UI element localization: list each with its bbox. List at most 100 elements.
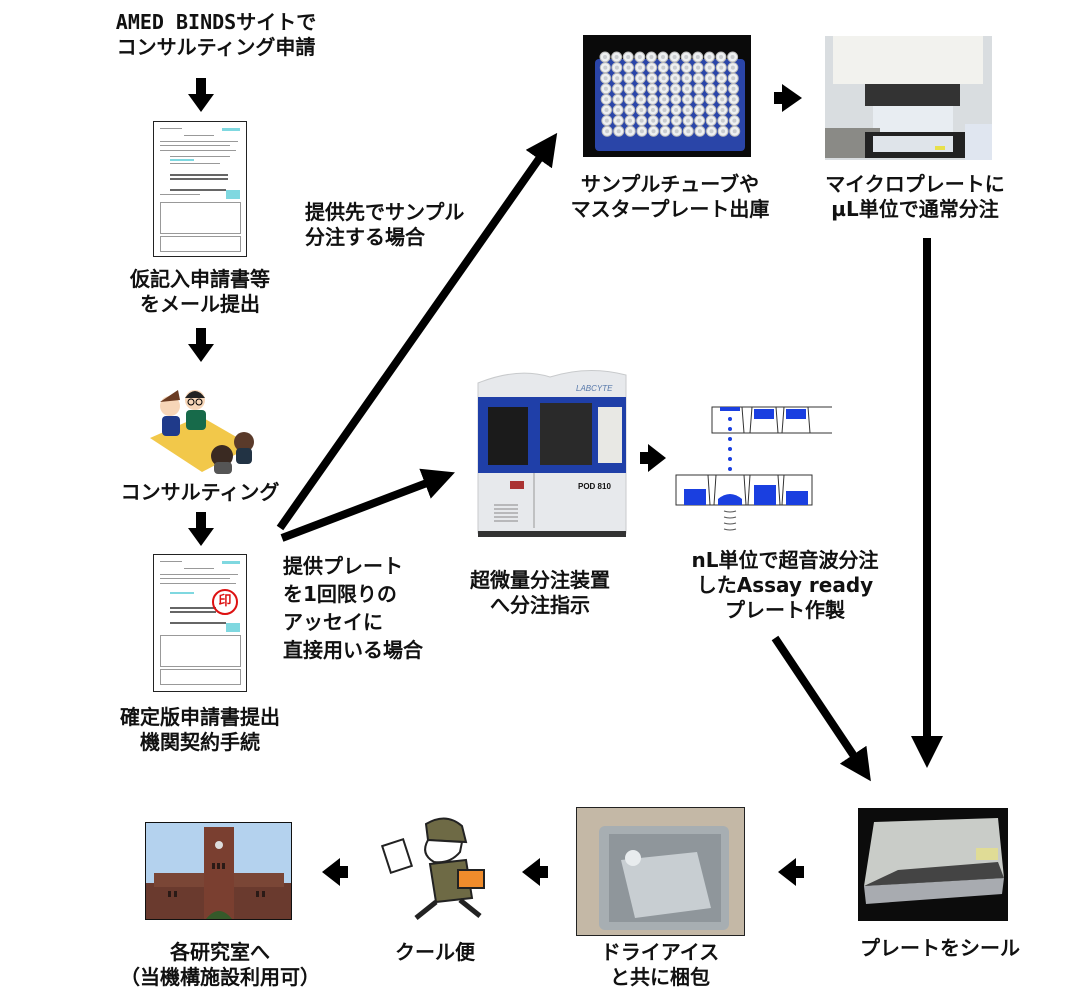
university-building-photo (145, 822, 292, 920)
arrow-seal-to-pack (778, 858, 804, 886)
tube-hole (650, 108, 655, 112)
lab-line1: 各研究室へ (170, 940, 270, 964)
tube-hole (732, 118, 737, 123)
tube-hole (731, 97, 736, 102)
tube-hole (684, 55, 689, 59)
step-lab-label: 各研究室へ （当機構施設利用可） (110, 940, 330, 990)
tube-hole (730, 65, 735, 70)
tube-hole (628, 129, 633, 134)
step-microplate-label: マイクロプレートに µL単位で通常分注 (790, 172, 1040, 222)
assay-line2: したAssay ready (696, 573, 874, 597)
step-machine-label: 超微量分注装置 へ分注指示 (440, 568, 640, 618)
tube-hole (695, 55, 700, 59)
tube-hole (637, 55, 642, 59)
tube-hole (639, 129, 644, 134)
tube-hole (707, 55, 712, 59)
branch-upper-label: 提供先でサンプル 分注する場合 (305, 200, 464, 250)
stamped-form-icon: 印 (153, 554, 247, 692)
tube-hole (731, 86, 736, 91)
meeting-people-icon (140, 376, 260, 476)
dispenser-photo (825, 36, 992, 160)
step-tubes-label: サンプルチューブや マスタープレート出庫 (555, 172, 785, 222)
sealed-plate-photo (858, 808, 1008, 921)
tube-hole (638, 65, 643, 70)
tube-hole (686, 118, 690, 123)
tube-hole (616, 129, 621, 134)
lower-line3: アッセイに (283, 610, 383, 634)
final-line1: 確定版申請書提出 (120, 705, 280, 729)
tube-hole (627, 86, 632, 91)
tube-hole (708, 76, 712, 81)
assay-line1: nL単位で超音波分注 (691, 548, 879, 572)
tube-hole (614, 65, 619, 70)
machine-brand: LABCYTE (576, 384, 613, 393)
machine-line2: へ分注指示 (490, 593, 590, 617)
tube-hole (638, 76, 643, 81)
tube-hole (639, 97, 643, 102)
tube-hole (709, 118, 714, 123)
arrow-machine-to-assay (640, 444, 666, 472)
step-assay-label: nL単位で超音波分注 したAssay ready プレート作製 (660, 548, 910, 623)
tube-hole (626, 65, 631, 70)
tube-hole (720, 97, 725, 102)
tube-hole (720, 118, 725, 123)
tube-hole (709, 129, 714, 134)
arrow-assay-to-seal (771, 635, 871, 782)
tube-hole (732, 129, 737, 134)
tube-hole (603, 86, 608, 91)
tube-hole (639, 108, 644, 112)
step-pack-label: ドライアイス と共に梱包 (560, 940, 760, 990)
arrow-lower-branch (280, 468, 455, 542)
tube-hole (651, 118, 656, 123)
pack-line2: と共に梱包 (610, 965, 710, 989)
tube-hole (661, 55, 665, 59)
tube-hole (719, 65, 724, 70)
tube-hole (674, 129, 679, 134)
tube-hole (615, 86, 620, 91)
tube-hole (697, 108, 702, 112)
tube-hole (603, 65, 608, 70)
apply-line1: AMED BINDSサイトで (115, 10, 317, 34)
apply-line2: コンサルティング申請 (116, 35, 316, 59)
arrow-ship-to-lab (322, 858, 348, 886)
tube-hole (697, 97, 701, 102)
tube-hole (673, 86, 678, 91)
tube-hole (603, 55, 607, 59)
tube-hole (604, 108, 609, 112)
tubes-line1: サンプルチューブや (580, 172, 760, 196)
tube-hole (708, 86, 713, 91)
arrow-pack-to-ship (522, 858, 548, 886)
assay-line3: プレート作製 (725, 598, 845, 622)
tube-rack-photo (583, 35, 751, 157)
tube-hole (661, 65, 666, 70)
tube-hole (707, 65, 712, 70)
tube-hole (663, 129, 668, 134)
dry-ice-box-photo (576, 807, 745, 936)
tube-hole (684, 76, 689, 81)
tube-hole (639, 118, 644, 123)
tube-hole (674, 118, 679, 123)
tube-hole (732, 108, 737, 112)
tube-hole (627, 97, 632, 102)
seal-stamp-icon: 印 (212, 589, 238, 615)
lower-line1: 提供プレート (283, 554, 403, 578)
acoustic-dispenser-photo: LABCYTE POD 810 (458, 363, 633, 545)
tube-hole (672, 65, 677, 70)
tube-hole (615, 97, 620, 102)
tube-hole (603, 76, 608, 81)
draft-line1: 仮記入申請書等 (130, 267, 270, 291)
lab-line2: （当機構施設利用可） (120, 965, 320, 989)
tube-hole (685, 97, 690, 102)
arrow-apply-to-draft (188, 78, 214, 112)
upper-line1: 提供先でサンプル (305, 200, 465, 224)
lower-line4: 直接用いる場合 (283, 638, 423, 662)
tube-hole (638, 86, 643, 91)
tube-hole (684, 65, 689, 70)
tube-hole (650, 97, 655, 102)
tube-hole (720, 108, 725, 112)
tube-hole (719, 76, 724, 81)
tube-hole (673, 76, 678, 81)
delivery-man-icon (376, 812, 496, 927)
tubes-line2: マスタープレート出庫 (570, 197, 770, 221)
tube-hole (604, 118, 609, 123)
